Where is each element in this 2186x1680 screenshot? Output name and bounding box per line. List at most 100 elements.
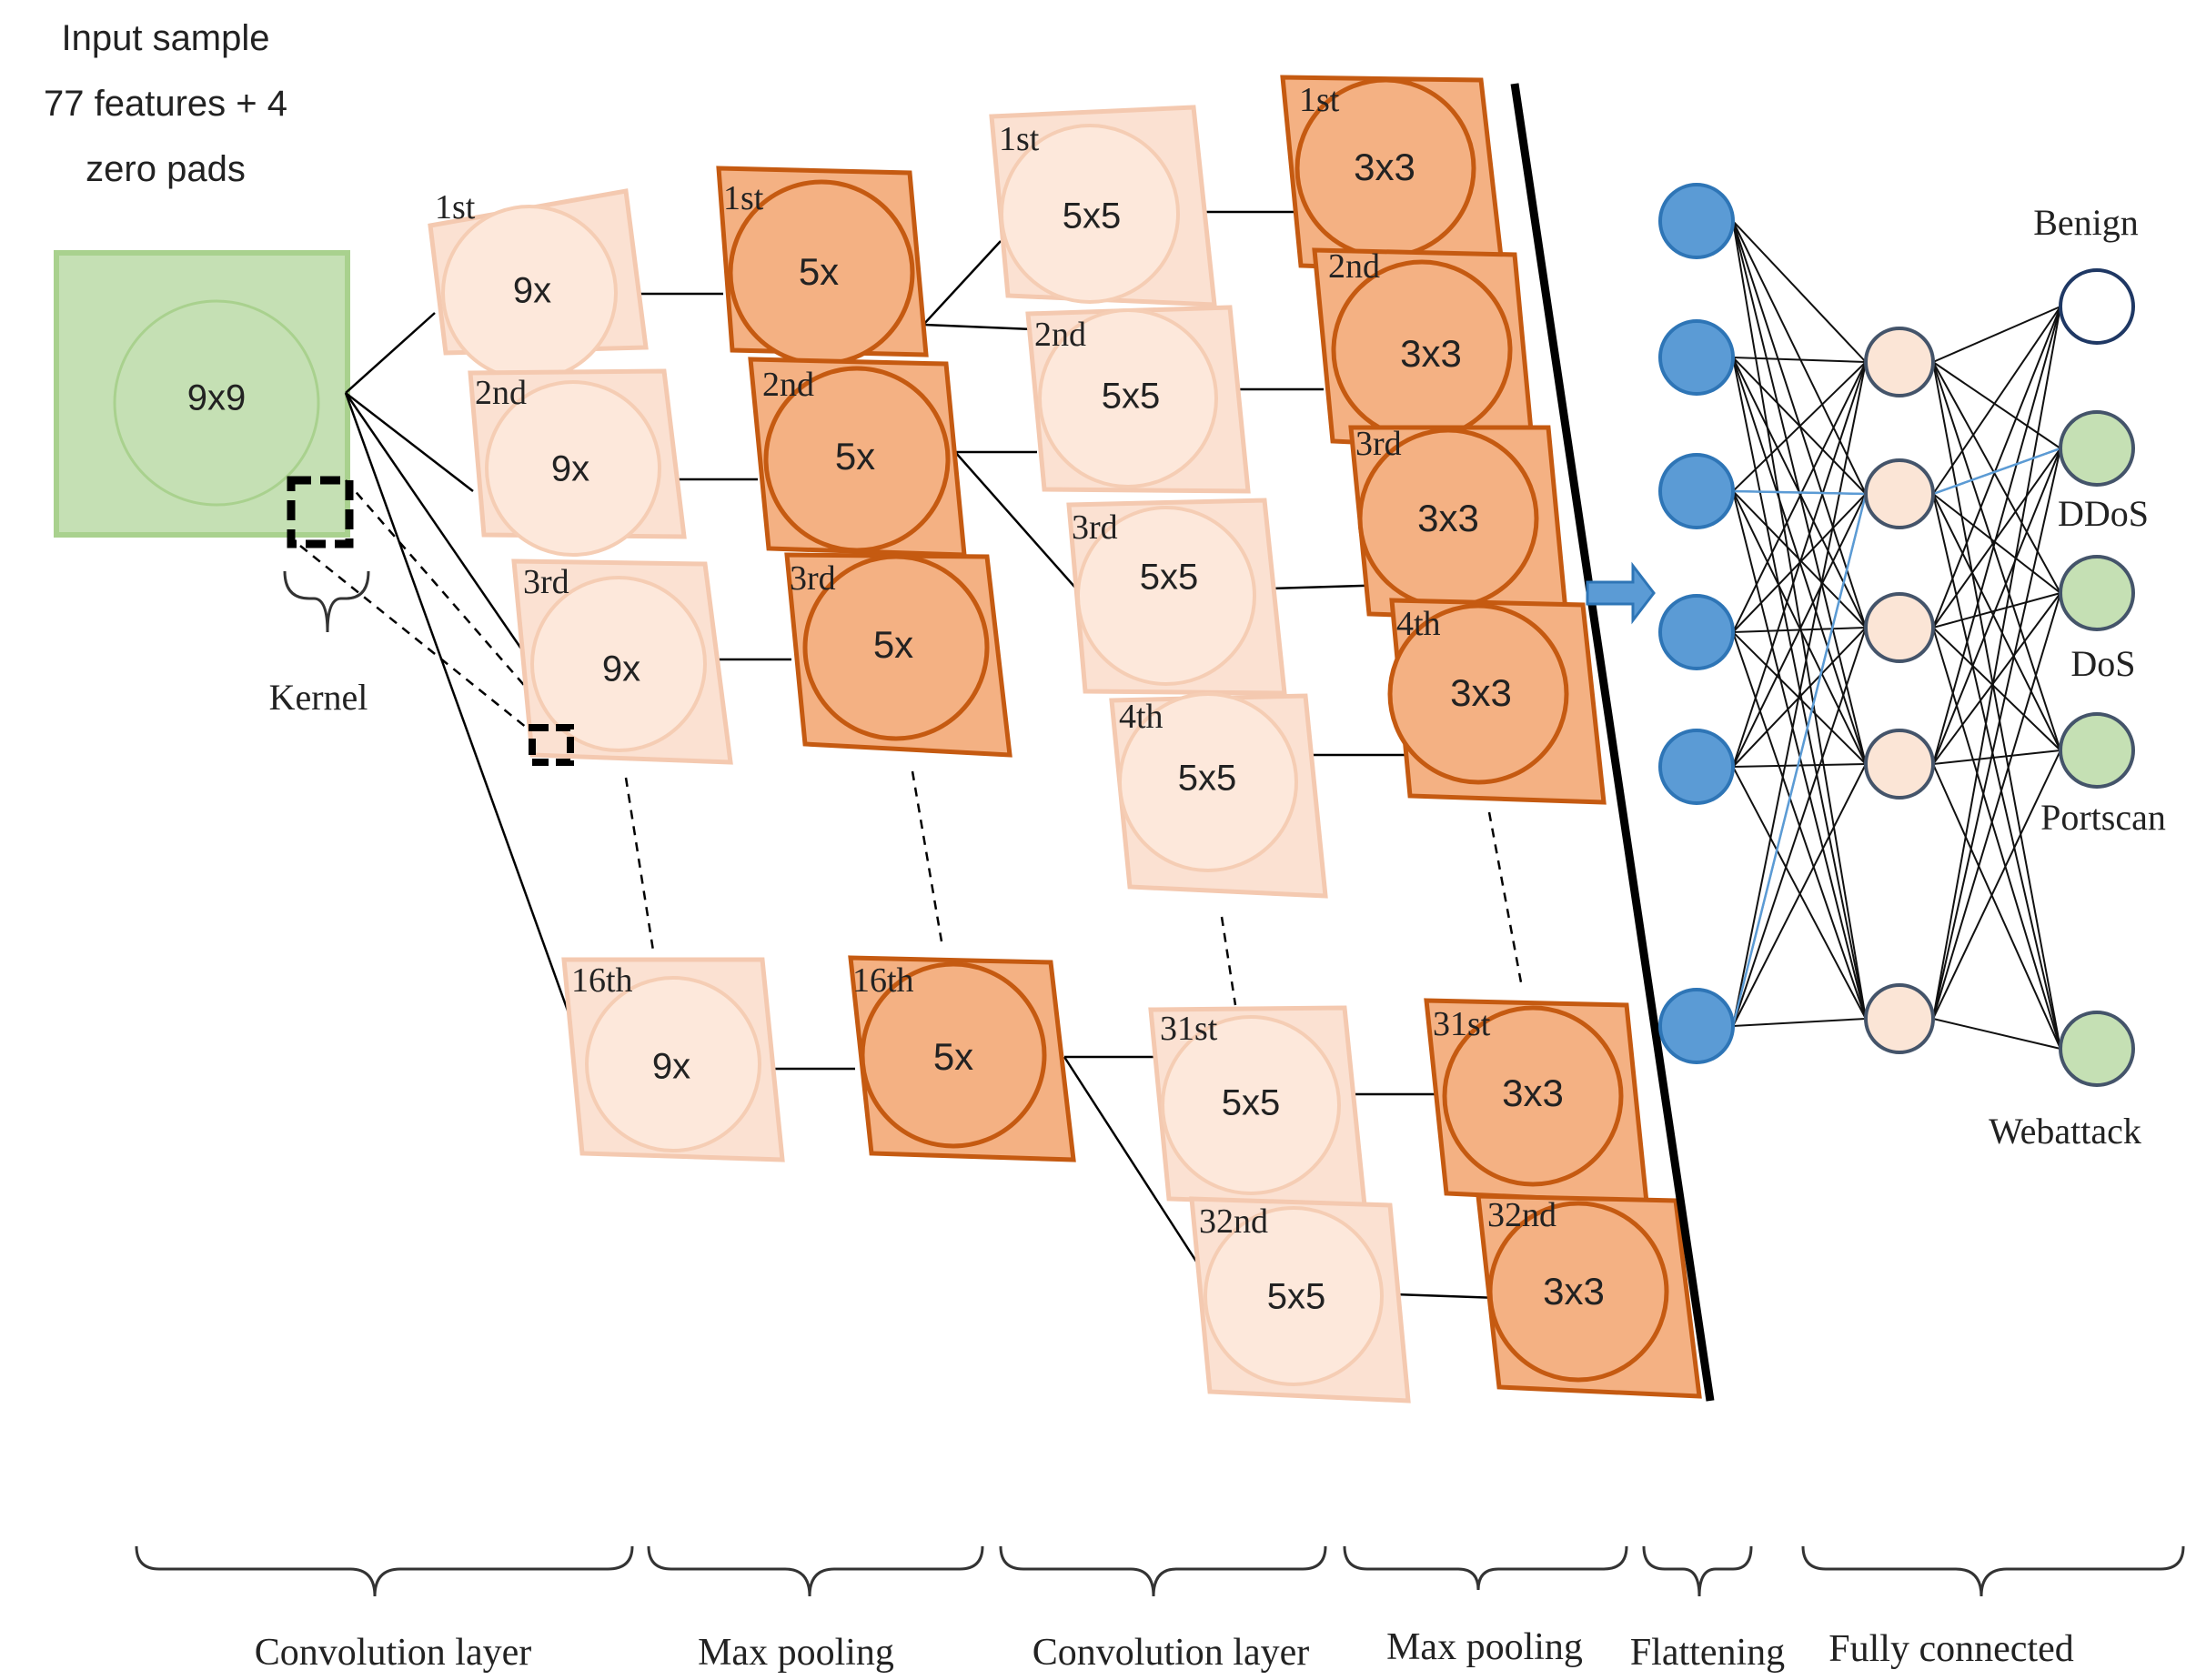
input-caption-line: zero pads [86,149,246,189]
flatten-divider [1510,83,1715,1402]
conv1-map: 2nd 9x [468,368,687,557]
fc-edge [1932,306,2061,495]
output-node-webattack [2059,1011,2135,1087]
input-caption: Input sample 77 features + 4 zero pads [44,18,287,189]
fc-edge [1932,306,2061,765]
fc-edge [1932,448,2061,765]
conv1-map: 1st 9x [428,188,649,381]
pool2-map: 32nd 3x3 [1476,1193,1702,1399]
input-map-square [54,250,350,538]
fc-edge-highlight [1732,489,1867,496]
fc-edge [1732,220,1867,629]
fc-edge [1732,357,1867,765]
kernel-target-box [529,724,574,766]
fc-edge [1932,361,2061,1050]
map-size: 5x5 [1140,558,1199,598]
output-label: DDoS [2058,493,2149,534]
fc-edge-highlight [1731,493,1868,1027]
fc-edge [1932,627,2061,751]
map-size: 9x [551,449,589,489]
flatten-node [1658,594,1735,670]
map-size: 3x3 [1400,332,1462,375]
fc-edge [1932,361,2061,449]
map-size: 5x [835,435,875,478]
fc-edge [1932,361,2061,751]
output-label: Webattack [1989,1111,2141,1152]
map-size: 5x [873,623,913,666]
map-ordinal: 1st [1299,81,1340,119]
output-node-portscan [2059,712,2135,789]
fc-edge [1932,592,2061,765]
conv1-map: 16th 9x [561,957,785,1162]
map-size: 3x3 [1450,671,1512,714]
stage-label: Max pooling [698,1632,894,1674]
fc-edge [1732,361,1867,633]
fc-edge [1932,306,2061,629]
pool2-map: 4th 3x3 [1387,598,1607,805]
conv2-map: 4th 5x5 [1109,692,1328,899]
pool2-map: 3rd 3x3 [1348,425,1569,623]
pool1-map: 3rd 5x [784,552,1012,758]
map-size: 9x [652,1047,690,1087]
conv2-map: 31st 5x5 [1148,1005,1367,1208]
fc-edge [1732,627,1867,1027]
fc-edge [1732,357,1867,363]
flatten-node [1658,453,1735,529]
flatten-arrow-icon [1586,561,1656,625]
output-label: DoS [2070,643,2135,684]
conv2-map: 2nd 5x5 [1025,305,1251,494]
fc-edge [1932,749,2061,765]
output-node-benign [2059,268,2135,345]
output-label: Benign [2033,202,2139,243]
output-labels: Benign DDoS DoS Portscan Webattack [1989,202,2166,1152]
fc-edge [1732,361,1867,492]
fc-edge [1732,493,1867,768]
output-node-ddos [2059,410,2135,487]
fc-edge [1932,592,2061,629]
fc-edge [1932,493,2061,751]
map-ordinal: 3rd [1072,508,1118,547]
fc-edge [1732,490,1867,765]
map-ordinal: 32nd [1199,1202,1268,1241]
pool2-map: 2nd 3x3 [1312,247,1536,453]
fc-edge [1732,1018,1867,1027]
map-ordinal: 1st [435,188,476,226]
fc-edge [1932,361,2061,594]
fc-edge [1932,493,2061,594]
pool2-map: 31st 3x3 [1424,998,1649,1205]
map-ordinal: 2nd [1034,316,1086,354]
stage-label: Flattening [1630,1632,1785,1674]
map-ordinal: 32nd [1487,1196,1556,1234]
pool1-map: 16th 5x [848,955,1076,1162]
input-caption-line: 77 features + 4 [44,84,287,124]
conv1-map: 3rd 9x [511,558,733,765]
stage-braces [135,1545,2185,1597]
fc-edge [1932,1018,2061,1050]
map-size: 9x [602,649,640,689]
flatten-node [1658,988,1735,1064]
fc-edge [1932,763,2061,1050]
input-map-circle [113,299,320,507]
map-ordinal: 4th [1119,698,1164,736]
output-node-dos [2059,555,2135,631]
hidden-node [1864,458,1935,529]
map-size: 5x [799,250,839,293]
stage-label: Convolution layer [1033,1632,1309,1674]
fc-edge [1932,749,2061,1020]
fc-edge [1932,627,2061,1050]
fc-edge [1732,490,1867,1020]
hidden-node [1864,327,1935,397]
fc-edge [1732,357,1867,1020]
pool2-map: 1st 3x3 [1280,75,1506,276]
map-ordinal: 3rd [1355,425,1402,463]
map-ordinal: 16th [852,961,914,1000]
flatten-node [1658,729,1735,805]
fc-edge [1732,361,1867,1027]
map-ordinal: 2nd [1328,247,1380,286]
stage-label: Fully connected [1828,1628,2073,1670]
map-ordinal: 2nd [762,366,814,404]
stage-label: Convolution layer [255,1632,531,1674]
fc-edge [1732,763,1867,768]
map-ordinal: 3rd [523,563,569,601]
kernel-brace: Kernel [269,570,370,718]
